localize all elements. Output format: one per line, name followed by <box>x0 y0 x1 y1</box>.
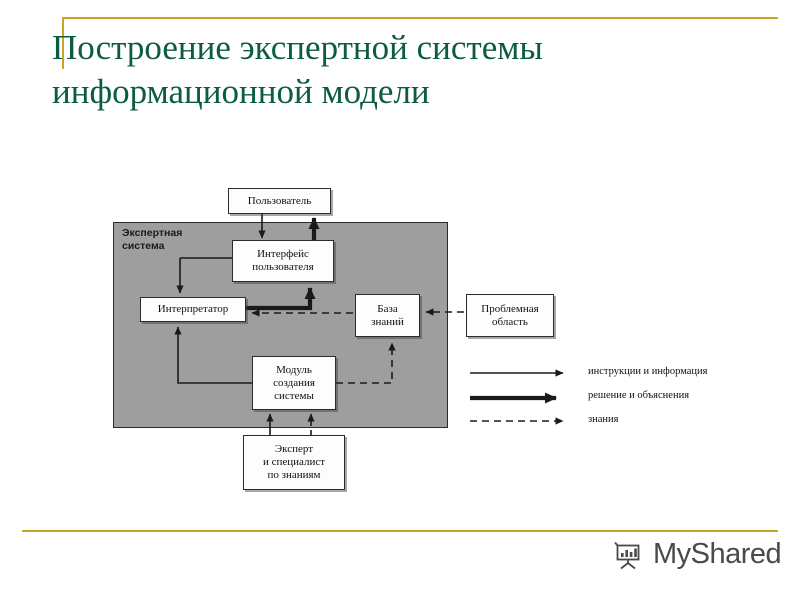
legend-label-instructions: инструкции и информация <box>588 366 708 377</box>
node-interpreter[interactable]: Интерпретатор <box>140 297 246 322</box>
node-expert[interactable]: Эксперт и специалист по знаниям <box>243 435 345 490</box>
top-rule <box>62 17 778 19</box>
legend-label-knowledge: знания <box>588 414 619 425</box>
node-knowledge-base[interactable]: База знаний <box>355 294 420 337</box>
node-user-interface[interactable]: Интерфейс пользователя <box>232 240 334 282</box>
myshared-logo-text: MyShared <box>653 538 782 570</box>
legend-row-solution: решение и объяснения <box>468 388 768 412</box>
node-system-builder[interactable]: Модуль создания системы <box>252 356 336 410</box>
top-rule-accent <box>62 17 64 69</box>
thin-arrow-icon <box>470 369 564 377</box>
double-arrow-icon <box>470 392 557 404</box>
presentation-board-icon <box>614 541 640 569</box>
dashed-arrow-icon <box>470 417 564 425</box>
node-user[interactable]: Пользователь <box>228 188 331 214</box>
legend-row-knowledge: знания <box>468 412 768 436</box>
expert-system-container-label: Экспертная система <box>122 227 183 252</box>
bottom-rule <box>22 530 778 532</box>
legend-label-solution: решение и объяснения <box>588 390 690 401</box>
node-problem-domain[interactable]: Проблемная область <box>466 294 554 337</box>
diagram-legend: инструкции и информация решение и объясн… <box>468 364 768 436</box>
legend-row-instructions: инструкции и информация <box>468 364 768 388</box>
myshared-logo[interactable]: MyShared <box>612 538 782 571</box>
page-title: Построение экспертной системы информацио… <box>52 28 543 111</box>
